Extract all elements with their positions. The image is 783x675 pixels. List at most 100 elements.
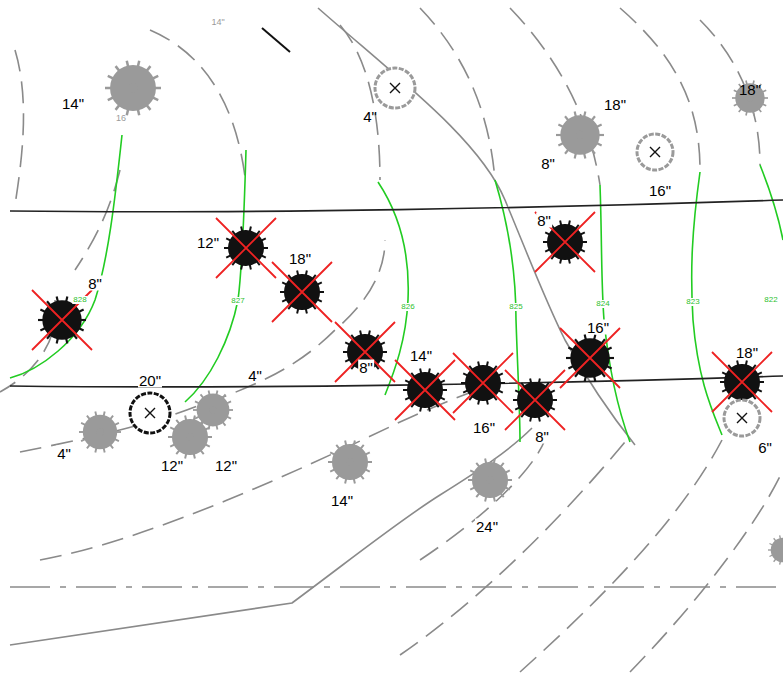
stump-cross bbox=[737, 413, 747, 423]
contour-proposed bbox=[10, 135, 783, 442]
contour-label: 827 bbox=[230, 297, 245, 305]
stump-circle bbox=[637, 134, 673, 170]
contour-line bbox=[378, 182, 408, 395]
boundary-line bbox=[10, 586, 783, 587]
edge-lines bbox=[10, 8, 635, 645]
removal-cross bbox=[535, 212, 595, 272]
road-edge bbox=[10, 376, 783, 387]
contour-line bbox=[340, 25, 380, 180]
tree-size: 8" bbox=[534, 429, 550, 444]
removal-cross bbox=[560, 328, 620, 388]
removed-tree bbox=[272, 262, 332, 322]
stump-cross bbox=[145, 408, 155, 418]
contour-label: 825 bbox=[508, 303, 523, 311]
road-edge bbox=[10, 200, 783, 212]
tree-size: 8" bbox=[87, 276, 103, 291]
contour-label: 826 bbox=[400, 303, 415, 311]
existing-trees bbox=[79, 61, 783, 565]
tree-symbol bbox=[105, 61, 161, 116]
contour-line bbox=[620, 8, 700, 170]
stump-circle bbox=[130, 393, 170, 433]
removal-cross bbox=[216, 218, 276, 278]
contour-line bbox=[75, 170, 120, 270]
stump-circle bbox=[375, 68, 415, 108]
tree-size: 12" bbox=[196, 235, 220, 250]
contour-line bbox=[600, 185, 630, 442]
contour-label: 822 bbox=[763, 296, 778, 304]
removed-tree bbox=[32, 290, 92, 350]
tree-symbol bbox=[328, 441, 372, 484]
contour-line bbox=[40, 382, 500, 560]
contour-line bbox=[520, 440, 722, 672]
road-edges bbox=[10, 200, 783, 387]
removed-tree bbox=[395, 360, 455, 420]
removal-cross bbox=[453, 353, 513, 413]
removal-cross bbox=[272, 262, 332, 322]
tree-size: 18" bbox=[735, 345, 759, 360]
contour-line bbox=[760, 165, 783, 240]
tree-size: 14" bbox=[61, 96, 85, 111]
contour-line bbox=[630, 470, 783, 672]
contour-line bbox=[15, 50, 24, 205]
stump-cross bbox=[650, 147, 660, 157]
tree-size: 8" bbox=[536, 213, 552, 228]
contour-line bbox=[150, 30, 246, 185]
contour-line bbox=[495, 180, 520, 442]
tree-size: 8" bbox=[540, 156, 556, 171]
contour-line bbox=[400, 442, 625, 655]
tree-size: 14" bbox=[330, 493, 354, 508]
removal-cross bbox=[32, 290, 92, 350]
tree-size: 14" bbox=[409, 348, 433, 363]
removed-tree bbox=[535, 212, 595, 272]
dead-tree bbox=[375, 68, 415, 108]
line-segment bbox=[262, 28, 290, 52]
stump-cross bbox=[390, 83, 400, 93]
tree-size: 4" bbox=[247, 368, 263, 383]
tree-size: 24" bbox=[475, 519, 499, 534]
stump-circle bbox=[724, 400, 760, 436]
tree-size: 18" bbox=[603, 97, 627, 112]
contour-label: 824 bbox=[595, 300, 610, 308]
pavement-edge bbox=[10, 428, 532, 645]
contour-dashed bbox=[0, 8, 783, 672]
dead-tree bbox=[637, 134, 673, 170]
tree-size: 4" bbox=[362, 109, 378, 124]
contour-line bbox=[185, 150, 246, 402]
tree-size: 16" bbox=[586, 320, 610, 335]
tree-note: 16 bbox=[115, 114, 127, 123]
tree-size: 8" bbox=[358, 360, 374, 375]
dead-tree bbox=[130, 393, 170, 433]
tree-size: 16" bbox=[648, 183, 672, 198]
dead-tree bbox=[724, 400, 760, 436]
tree-size: 16" bbox=[472, 420, 496, 435]
tree-symbol bbox=[768, 535, 783, 564]
removed-tree bbox=[560, 328, 620, 388]
pavement-edge bbox=[318, 8, 635, 445]
tree-size: 14" bbox=[210, 18, 225, 27]
tree-size: 20" bbox=[138, 373, 162, 388]
removed-tree bbox=[453, 353, 513, 413]
removed-tree bbox=[505, 370, 565, 430]
removal-cross bbox=[335, 322, 395, 382]
tree-symbol bbox=[79, 412, 121, 453]
tree-size: 12" bbox=[214, 458, 238, 473]
contour-line bbox=[420, 440, 545, 560]
tree-size: 12" bbox=[160, 458, 184, 473]
removed-tree bbox=[216, 218, 276, 278]
tree-size: 4" bbox=[56, 446, 72, 461]
tree-size: 6" bbox=[757, 440, 773, 455]
tree-symbol bbox=[556, 112, 604, 159]
tree-size: 18" bbox=[288, 251, 312, 266]
removal-cross bbox=[505, 370, 565, 430]
removed-tree bbox=[335, 322, 395, 382]
tree-symbol bbox=[732, 80, 768, 115]
contour-label: 828 bbox=[72, 296, 87, 304]
removal-cross bbox=[395, 360, 455, 420]
tree-symbol bbox=[468, 459, 512, 502]
stump-symbols bbox=[130, 68, 760, 436]
tree-size: 18" bbox=[738, 82, 762, 97]
tree-symbol bbox=[168, 416, 212, 459]
contour-line bbox=[420, 8, 495, 180]
